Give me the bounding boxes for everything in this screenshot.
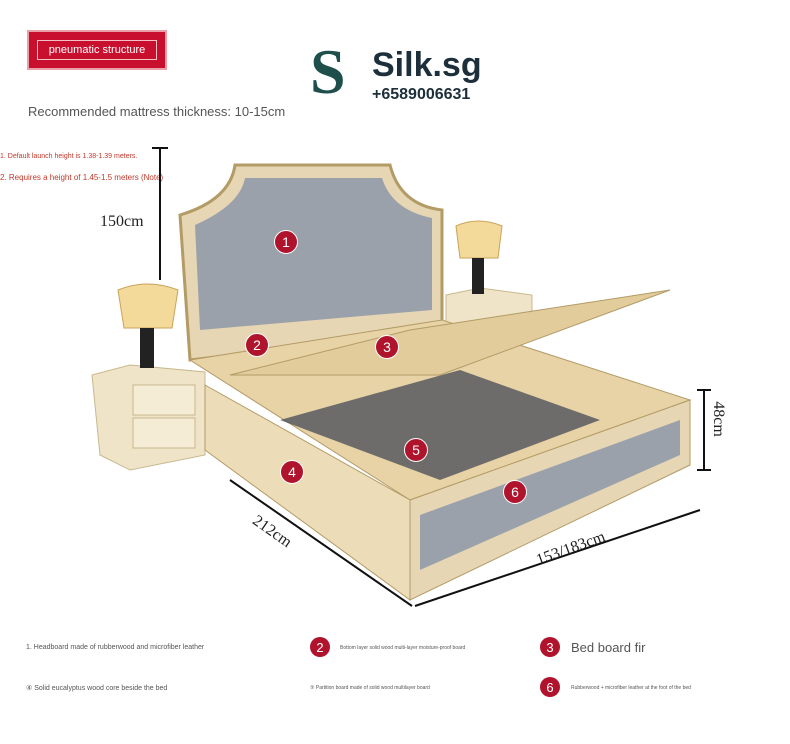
legend-num-2: 2 bbox=[310, 637, 330, 657]
marker-3: 3 bbox=[375, 335, 399, 359]
bed-frame bbox=[188, 289, 692, 601]
pneumatic-structure-badge: pneumatic structure bbox=[27, 30, 167, 70]
marker-6: 6 bbox=[503, 480, 527, 504]
marker-1: 1 bbox=[274, 230, 298, 254]
logo-brand: Silk.sg bbox=[372, 46, 482, 84]
nightstand-left bbox=[91, 364, 206, 471]
legend-item-3: Bed board fir bbox=[571, 640, 646, 655]
marker-2: 2 bbox=[245, 333, 269, 357]
lamp-right bbox=[455, 220, 503, 294]
note-required-height: 2. Requires a height of 1.45-1.5 meters … bbox=[0, 173, 164, 182]
legend-item-5: ⑤ Partition board made of solid wood mul… bbox=[310, 685, 430, 691]
legend-num-6: 6 bbox=[540, 677, 560, 697]
headboard-height-label: 150cm bbox=[100, 213, 144, 230]
headboard bbox=[178, 163, 444, 362]
note-launch-height: 1. Default launch height is 1.38-1.39 me… bbox=[0, 153, 138, 160]
logo-phone: +6589006631 bbox=[372, 86, 471, 103]
dimension-lines bbox=[152, 147, 711, 607]
legend-item-2: Bottom layer solid wood multi-layer mois… bbox=[340, 645, 466, 651]
marker-4: 4 bbox=[280, 460, 304, 484]
logo-mark: S bbox=[310, 36, 346, 107]
legend-item-6: Rubberwood + microfiber leather at the f… bbox=[571, 685, 691, 691]
legend-item-4: ④ Solid eucalyptus wood core beside the … bbox=[26, 685, 168, 692]
legend-item-1: 1. Headboard made of rubberwood and micr… bbox=[26, 644, 205, 651]
mattress-recommendation: Recommended mattress thickness: 10-15cm bbox=[28, 104, 286, 119]
lamp-left bbox=[117, 283, 179, 368]
marker-5: 5 bbox=[404, 438, 428, 462]
foot-height-label: 48cm bbox=[709, 401, 727, 437]
legend-num-3: 3 bbox=[540, 637, 560, 657]
